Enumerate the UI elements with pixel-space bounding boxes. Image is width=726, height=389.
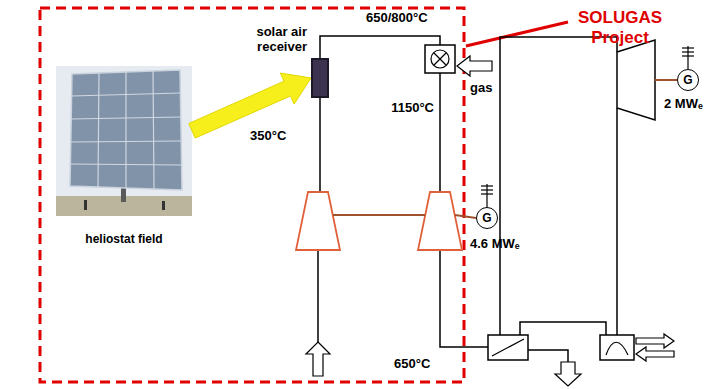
temperature-label: 650/800°C [366, 10, 428, 26]
grid-symbol [682, 46, 694, 69]
steam-pipes [500, 37, 617, 362]
sky [56, 66, 192, 198]
field-caption: heliostat field [85, 232, 162, 246]
heliostat-field: heliostat field [56, 66, 192, 246]
condenser [606, 342, 628, 355]
shaft [333, 214, 425, 216]
shaft [455, 215, 476, 218]
power-label: 4.6 MWₑ [470, 236, 520, 252]
mirror-panel [70, 70, 182, 190]
temperature-label: 1150°C [380, 100, 434, 116]
steam-turbine [617, 40, 655, 120]
cooling-water-arrow [636, 334, 674, 348]
condenser [600, 335, 634, 360]
gas-turbine [418, 192, 462, 250]
temperature-label: 350°C [250, 128, 286, 144]
temperature-label: 650°C [394, 356, 430, 372]
burner-symbol [431, 50, 449, 68]
generator-circle: G [476, 207, 498, 229]
heat-exchanger [488, 335, 528, 360]
shaft [655, 79, 677, 81]
grid-symbol [481, 184, 493, 207]
generator-letter: G [683, 74, 692, 86]
solar-flux-arrow [189, 73, 311, 138]
person [162, 201, 165, 210]
project-boundary [40, 8, 464, 382]
air-inlet-arrow [306, 342, 330, 376]
leader-line [466, 22, 568, 46]
burner-symbol [434, 53, 446, 65]
generator-circle: G [677, 69, 699, 91]
burner-symbol [434, 53, 446, 65]
heat-exchanger [492, 339, 524, 356]
fuel-label: gas [470, 80, 492, 96]
generator-letter: G [482, 212, 491, 224]
cooling-water-arrow [636, 347, 674, 361]
compressor [296, 192, 340, 250]
person [84, 200, 87, 210]
heliostat-picture [56, 66, 192, 216]
gas-inlet-arrow [457, 56, 492, 76]
receiver-label: solar air receiver [225, 24, 307, 54]
solar-receiver: solar air receiver [311, 58, 329, 98]
air-pipes [318, 36, 488, 347]
mirror-grid [70, 71, 182, 189]
project-title: SOLUGAS Project [572, 8, 668, 48]
combustor [425, 45, 455, 73]
power-label: 2 MWₑ [664, 96, 703, 112]
exhaust-arrow [555, 362, 581, 386]
